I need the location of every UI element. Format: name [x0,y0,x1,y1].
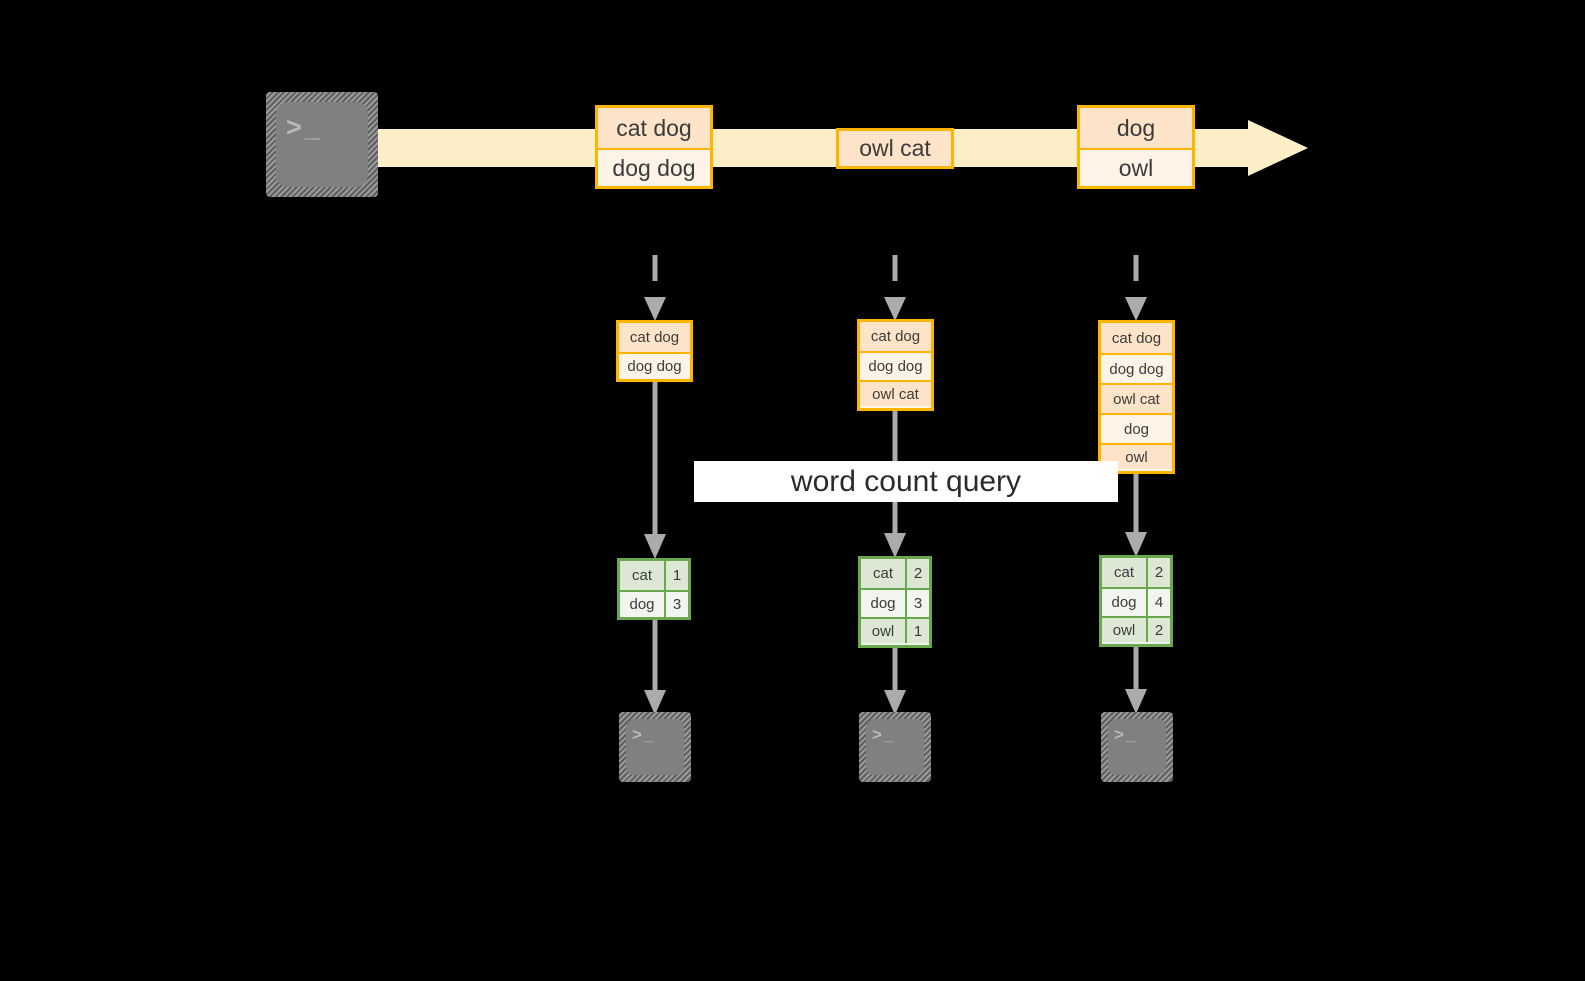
terminal-screen: >_ [276,102,368,187]
snapshot-line: owl cat [860,380,931,406]
dashed-down-arrow-icon [1125,255,1147,321]
trigger-1-result-table[interactable]: cat 1 dog 3 [617,558,691,620]
stream-message-line: dog dog [598,148,710,186]
dashed-down-arrow-icon [644,255,666,321]
down-arrow-icon [644,382,666,559]
snapshot-line: dog [1101,413,1172,443]
terminal-screen: >_ [626,719,684,775]
result-word: dog [620,592,664,617]
trigger-2-input-snapshot[interactable]: cat dog dog dog owl cat [857,319,934,411]
trigger-1-query-arrow [641,382,669,560]
query-label: word count query [694,461,1118,502]
stream-message-3[interactable]: dog owl [1077,105,1195,189]
result-word: cat [620,561,664,590]
terminal-prompt: >_ [872,725,896,744]
terminal-screen: >_ [866,719,924,775]
result-row: dog 4 [1102,587,1170,616]
down-arrow-icon [1125,474,1147,557]
trigger-1-input-snapshot[interactable]: cat dog dog dog [616,320,693,382]
down-arrow-icon [1125,647,1147,714]
result-row: owl 1 [861,617,929,643]
terminal-prompt: >_ [1114,725,1138,744]
snapshot-line: cat dog [1101,323,1172,353]
result-row: cat 2 [861,559,929,588]
trigger-3-sink-arrow [1122,647,1150,715]
snapshot-line: owl cat [1101,383,1172,413]
result-count: 1 [664,561,688,590]
down-arrow-icon [884,648,906,715]
result-word: cat [861,559,905,588]
terminal-prompt: >_ [632,725,656,744]
dashed-down-arrow-icon [884,255,906,321]
stream-message-line: cat dog [598,108,710,148]
trigger-1-dashed-arrow [641,255,669,323]
result-count: 2 [1146,558,1170,587]
trigger-3-input-snapshot[interactable]: cat dog dog dog owl cat dog owl [1098,320,1175,474]
terminal-screen: >_ [1108,719,1166,775]
trigger-3-query-arrow [1122,474,1150,558]
result-count: 3 [664,592,688,617]
trigger-3-dashed-arrow [1122,255,1150,323]
trigger-2-result-table[interactable]: cat 2 dog 3 owl 1 [858,556,932,648]
result-row: cat 2 [1102,558,1170,587]
trigger-2-sink-arrow [881,648,909,716]
stream-message-line: dog [1080,108,1192,148]
trigger-2-sink-terminal-icon: >_ [859,712,931,782]
result-count: 4 [1146,589,1170,616]
stream-message-line: owl cat [839,131,951,166]
snapshot-line: dog dog [619,352,690,379]
result-row: owl 2 [1102,616,1170,642]
stream-message-2[interactable]: owl cat [836,128,954,169]
snapshot-line: owl [1101,443,1172,469]
trigger-1-sink-terminal-icon: >_ [619,712,691,782]
result-word: dog [1102,589,1146,616]
result-count: 2 [1146,618,1170,642]
trigger-3-result-table[interactable]: cat 2 dog 4 owl 2 [1099,555,1173,647]
result-word: owl [1102,618,1146,642]
result-count: 2 [905,559,929,588]
result-count: 3 [905,590,929,617]
result-row: cat 1 [620,561,688,590]
trigger-1-sink-arrow [641,620,669,716]
result-word: cat [1102,558,1146,587]
snapshot-line: cat dog [619,323,690,352]
result-word: owl [861,619,905,643]
source-terminal-icon: >_ [266,92,378,197]
stream-message-line: owl [1080,148,1192,186]
result-row: dog 3 [620,590,688,617]
stream-message-1[interactable]: cat dog dog dog [595,105,713,189]
snapshot-line: dog dog [1101,353,1172,383]
result-word: dog [861,590,905,617]
trigger-2-dashed-arrow [881,255,909,323]
snapshot-line: dog dog [860,351,931,380]
terminal-prompt: >_ [286,112,323,142]
down-arrow-icon [644,620,666,715]
result-row: dog 3 [861,588,929,617]
trigger-3-sink-terminal-icon: >_ [1101,712,1173,782]
snapshot-line: cat dog [860,322,931,351]
result-count: 1 [905,619,929,643]
